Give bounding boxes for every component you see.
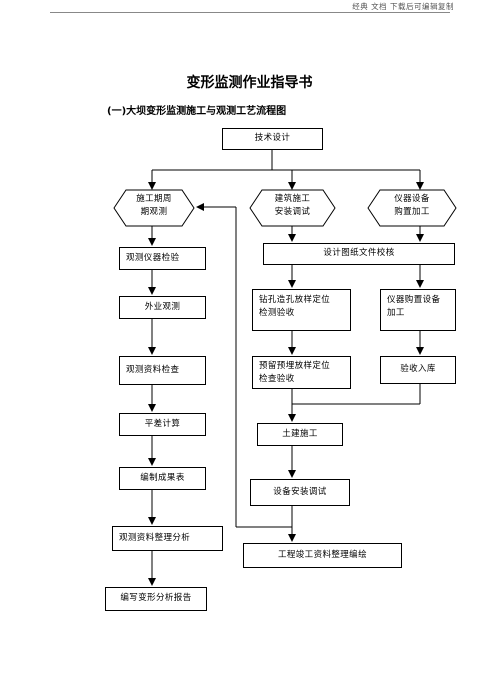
box-result-table: 编制成果表 [119, 467, 206, 490]
box-tech-design: 技术设计 [222, 128, 323, 150]
hexagon-building-construction [249, 189, 336, 227]
section-subtitle: (一)大坝变形监测施工与观测工艺流程图 [107, 106, 287, 117]
hex-label-building-construction: 建筑施工 安装调试 [274, 194, 311, 218]
header-divider [50, 12, 450, 13]
box-deformation-report: 编写变形分析报告 [105, 587, 207, 611]
document-title: 变形监测作业指导书 [186, 75, 313, 91]
box-data-analysis: 观测资料整理分析 [112, 526, 223, 551]
box-acceptance: 验收入库 [380, 356, 456, 384]
hex-label-period-observe: 施工期周 期观测 [136, 194, 172, 218]
box-design-review: 设计图纸文件校核 [263, 243, 455, 265]
box-field-observe: 外业观测 [119, 296, 206, 319]
page-header-text: 经典 文档 下载后可编辑复制 [352, 2, 454, 11]
box-equipment-install: 设备安装调试 [250, 479, 350, 506]
box-data-check: 观测资料检查 [119, 356, 206, 385]
box-instrument-purchase: 仪器购置设备 加工 [380, 289, 456, 331]
box-completion-data: 工程竣工资料整理编绘 [243, 543, 402, 568]
box-adjustment: 平差计算 [119, 413, 206, 436]
box-embedded: 预留预埋放样定位 检查验收 [252, 356, 351, 389]
hexagon-instrument-equipment [367, 189, 457, 227]
box-drilling: 钻孔造孔放样定位 检测验收 [252, 289, 351, 331]
hexagon-period-observe [113, 189, 195, 227]
box-civil-construction: 土建施工 [257, 423, 343, 446]
box-instrument-check: 观测仪器检验 [119, 247, 206, 270]
hex-label-instrument-equipment: 仪器设备 购置加工 [394, 194, 430, 218]
